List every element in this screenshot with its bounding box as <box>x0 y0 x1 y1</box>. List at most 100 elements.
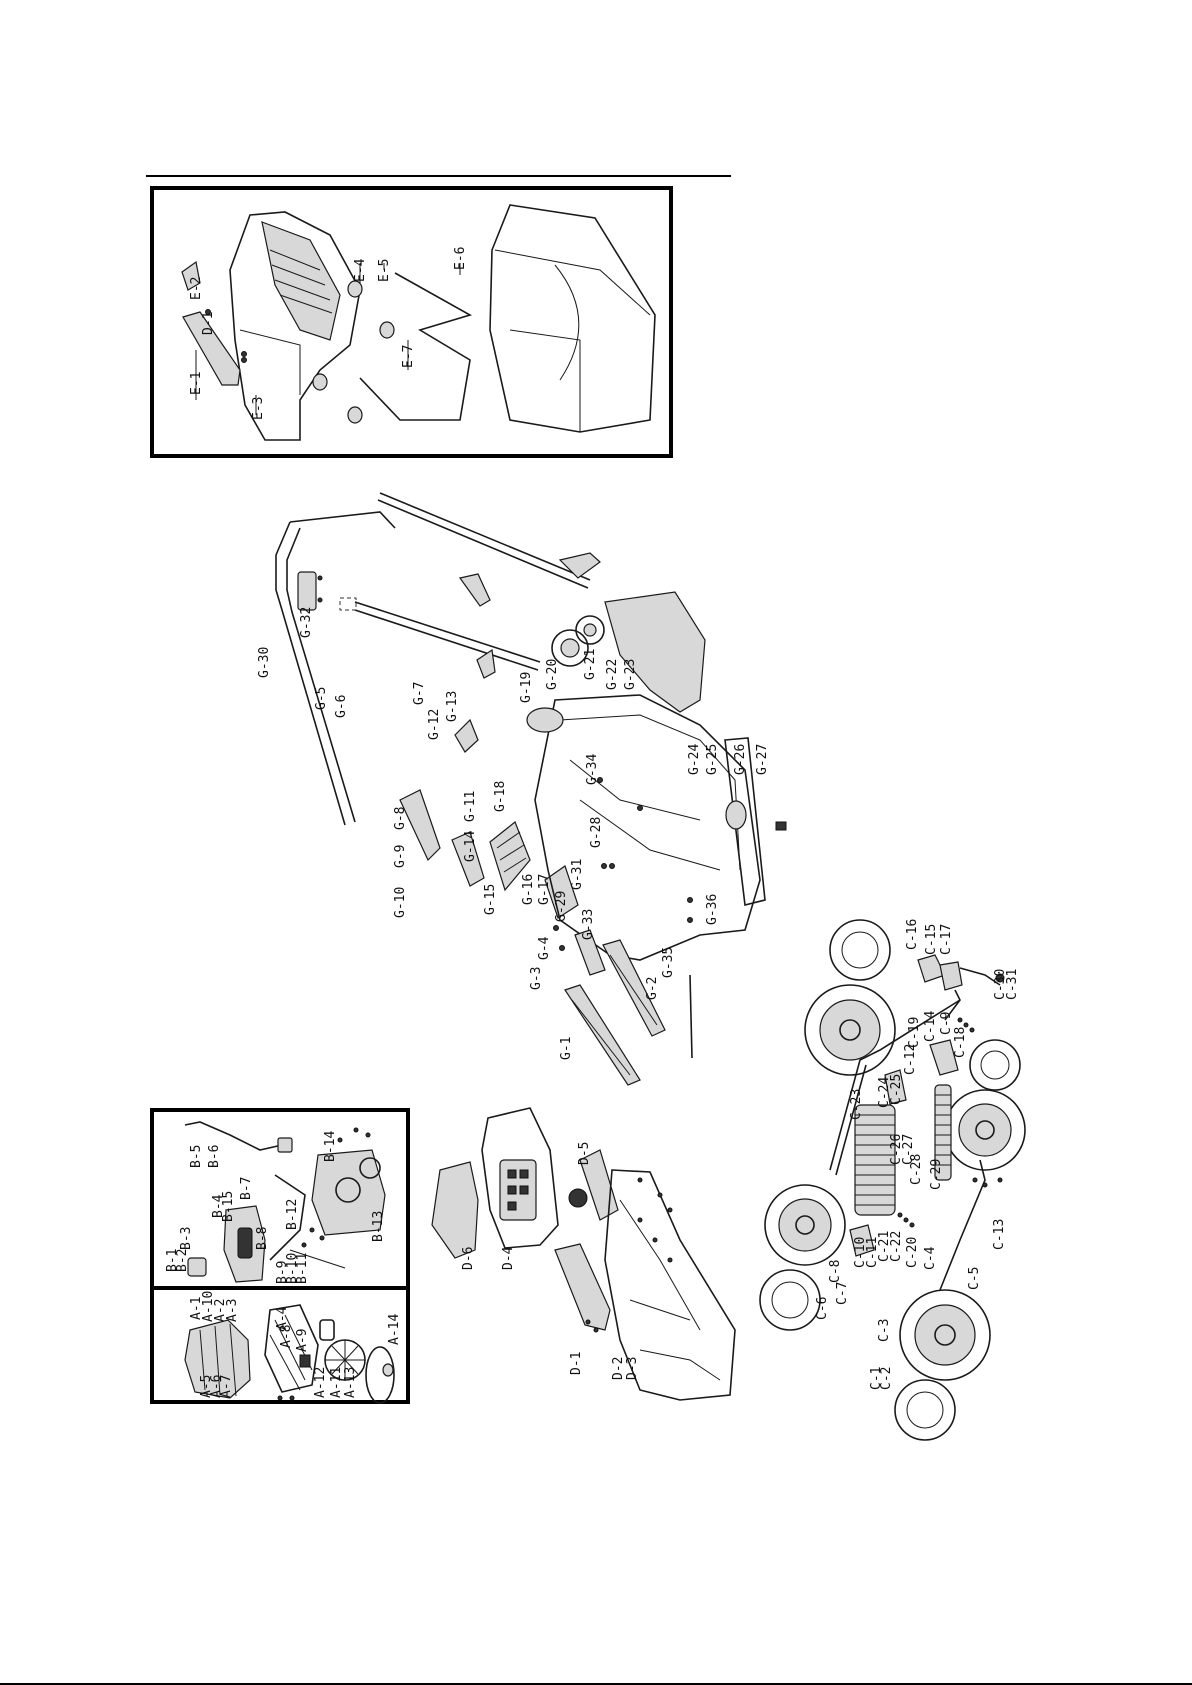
part-a13-disc <box>365 1346 395 1404</box>
label-c7: C-7 <box>835 1282 850 1305</box>
label-c17: C-17 <box>939 924 954 955</box>
label-a11: A-11 <box>329 1367 344 1398</box>
part-g8-clamp <box>399 789 441 862</box>
label-a9: A-9 <box>295 1329 310 1352</box>
label-g18: G-18 <box>493 781 508 812</box>
part-c-hubcap-top <box>829 919 891 981</box>
label-b14: B-14 <box>323 1131 338 1162</box>
label-c1: C-1 <box>869 1367 884 1390</box>
label-g25: G-25 <box>705 744 720 775</box>
label-a13: A-13 <box>343 1367 358 1398</box>
part-c-wheel-bottom <box>899 1289 991 1381</box>
part-e1-handle <box>182 311 241 386</box>
label-c11: C-11 <box>865 1237 880 1268</box>
part-g-main-deck <box>534 694 761 961</box>
part-c21-bracket <box>849 1224 875 1257</box>
label-c26: C-26 <box>889 1134 904 1165</box>
part-e2-clip <box>181 260 201 291</box>
label-a2: A-2 <box>213 1299 228 1322</box>
label-a8: A-8 <box>279 1325 294 1348</box>
part-d1-frame <box>554 1243 611 1331</box>
label-g29: G-29 <box>554 891 569 922</box>
label-c6: C-6 <box>815 1297 830 1320</box>
label-c25: C-25 <box>889 1074 904 1105</box>
label-b15: B-15 <box>221 1191 236 1222</box>
label-g4: G-4 <box>537 936 552 960</box>
label-b13: B-13 <box>371 1211 386 1242</box>
label-g13: G-13 <box>445 691 460 722</box>
label-g5: G-5 <box>314 687 329 710</box>
label-e3: E-3 <box>251 397 266 420</box>
label-g31: G-31 <box>570 859 585 890</box>
label-g17: G-17 <box>537 874 552 905</box>
part-c24-plate <box>884 1069 907 1105</box>
label-b12: B-12 <box>285 1199 300 1230</box>
label-g19: G-19 <box>519 672 534 703</box>
panel-b-switch-box: B-5 B-6 B-7 B-14 B-4 B-15 B-3 B-1 B-2 B-… <box>150 1108 410 1290</box>
part-b13-control-board <box>311 1149 386 1236</box>
label-b5: B-5 <box>189 1145 204 1168</box>
part-c4-axle <box>829 999 986 1291</box>
label-c12: C-12 <box>903 1044 918 1075</box>
label-e7: E-7 <box>401 345 416 368</box>
part-g26-blade <box>724 737 766 906</box>
part-g32-switch-box <box>297 571 317 611</box>
label-c20: C-20 <box>905 1237 920 1268</box>
part-g-right-tube <box>377 492 591 589</box>
label-g24: G-24 <box>687 744 702 775</box>
label-a14: A-14 <box>387 1314 402 1345</box>
label-c4: C-4 <box>923 1246 938 1270</box>
label-d1: D-1 <box>569 1352 584 1375</box>
part-c-hubcap-right <box>969 1039 1021 1091</box>
label-c22: C-22 <box>889 1231 904 1262</box>
label-g27: G-27 <box>755 744 770 775</box>
part-g-lever-top <box>558 552 601 579</box>
label-g11: G-11 <box>463 791 478 822</box>
label-b8: B-8 <box>255 1227 270 1250</box>
part-g27-bolt <box>775 821 787 831</box>
label-c16: C-16 <box>905 919 920 950</box>
label-g1: G-1 <box>559 1037 574 1060</box>
label-b3: B-3 <box>179 1227 194 1250</box>
label-c19: C-19 <box>907 1017 922 1048</box>
assembly-c-wheels: C-16 C-15 C-17 C-30 C-31 C-18 C-19 C-14 … <box>759 919 1026 1441</box>
label-e6: E-6 <box>453 247 468 270</box>
label-g12: G-12 <box>427 709 442 740</box>
label-d1-bag: D-1 <box>201 312 216 335</box>
label-c10: C-10 <box>853 1237 868 1268</box>
label-g14: G-14 <box>463 831 478 862</box>
label-c18: C-18 <box>953 1027 968 1058</box>
label-a3: A-3 <box>225 1299 240 1322</box>
label-c29: C-29 <box>929 1159 944 1190</box>
label-c24: C-24 <box>877 1077 892 1108</box>
label-b4: B-4 <box>211 1194 226 1218</box>
label-c21: C-21 <box>877 1231 892 1262</box>
label-g21: G-21 <box>583 649 598 680</box>
panel-e-grass-bag: E-1 D-1 E-2 E-3 E-4 E-5 E-7 E-6 <box>150 186 673 458</box>
label-g28: G-28 <box>589 817 604 848</box>
part-e4-washer <box>347 280 363 298</box>
part-c-wheel-left <box>764 1184 846 1266</box>
label-g2: G-2 <box>645 977 660 1000</box>
label-e2: E-2 <box>189 277 204 300</box>
label-a1: A-1 <box>189 1297 204 1320</box>
label-g20: G-20 <box>545 659 560 690</box>
part-g2-rail <box>602 939 666 1037</box>
part-c-hubcap-bottom <box>894 1379 956 1441</box>
label-g7: G-7 <box>412 682 427 705</box>
label-g16: G-16 <box>521 874 536 905</box>
label-g23: G-23 <box>623 659 638 690</box>
label-g3: G-3 <box>529 967 544 990</box>
part-e5-wire-frame <box>359 272 473 421</box>
label-b1: B-1 <box>165 1249 180 1272</box>
label-c9: C-9 <box>939 1012 954 1035</box>
label-b9: B-9 <box>275 1261 290 1284</box>
part-g13-cam-lever <box>454 718 479 753</box>
label-g22: G-22 <box>605 659 620 690</box>
part-c29-spring <box>934 1084 952 1181</box>
part-g15-height-plate <box>489 821 531 892</box>
part-d5-brush <box>568 1188 588 1208</box>
label-g10: G-10 <box>393 887 408 918</box>
label-g34: G-34 <box>585 754 600 785</box>
